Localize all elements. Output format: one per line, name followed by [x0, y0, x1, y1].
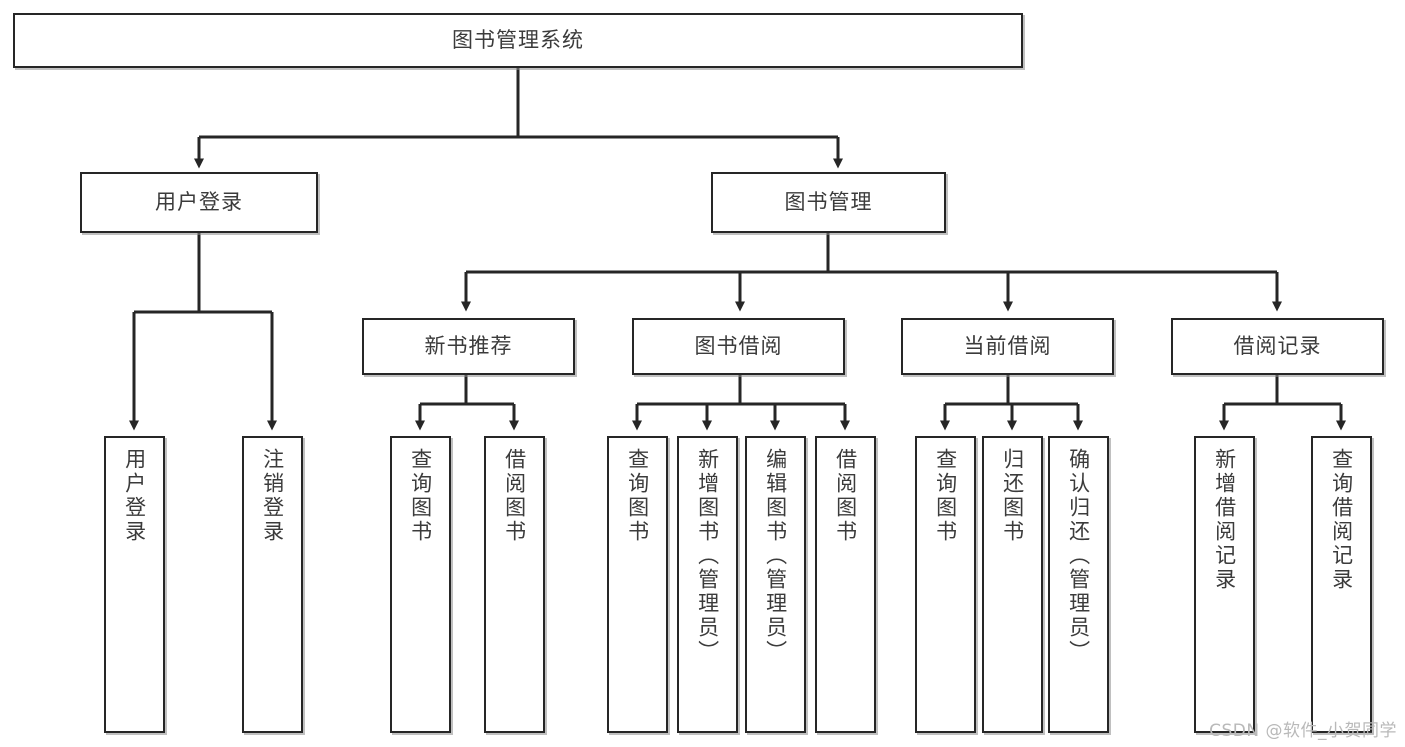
- node-user-login-label: 用户登录: [155, 190, 243, 215]
- node-current-borrow[interactable]: 当前借阅: [901, 318, 1114, 375]
- node-book-borrow[interactable]: 图书借阅: [632, 318, 845, 375]
- node-root[interactable]: 图书管理系统: [13, 13, 1023, 68]
- leaf-label: 确认归还（管理员）: [1066, 448, 1091, 664]
- leaf-label: 编辑图书（管理员）: [763, 448, 788, 664]
- leaf-user-login-logout[interactable]: 注销登录: [242, 436, 303, 733]
- leaf-label: 借阅图书: [502, 448, 527, 544]
- node-borrow-record-label: 借阅记录: [1233, 334, 1322, 359]
- leaf-label: 新增图书（管理员）: [695, 448, 720, 664]
- node-book-management-label: 图书管理: [784, 190, 873, 215]
- node-book-borrow-label: 图书借阅: [694, 334, 783, 359]
- leaf-borrow-record-add[interactable]: 新增借阅记录: [1194, 436, 1255, 733]
- leaf-borrow-record-query[interactable]: 查询借阅记录: [1311, 436, 1372, 733]
- node-new-book-recommend[interactable]: 新书推荐: [362, 318, 575, 375]
- node-borrow-record[interactable]: 借阅记录: [1171, 318, 1384, 375]
- leaf-book-borrow-edit[interactable]: 编辑图书（管理员）: [745, 436, 806, 733]
- leaf-book-borrow-query[interactable]: 查询图书: [607, 436, 668, 733]
- leaf-current-borrow-query[interactable]: 查询图书: [915, 436, 976, 733]
- watermark: CSDN @软件_小贺同学: [1209, 721, 1397, 741]
- leaf-new-book-query[interactable]: 查询图书: [390, 436, 451, 733]
- leaf-book-borrow-borrow[interactable]: 借阅图书: [815, 436, 876, 733]
- node-current-borrow-label: 当前借阅: [963, 334, 1052, 359]
- node-new-book-recommend-label: 新书推荐: [424, 334, 513, 359]
- leaf-label: 借阅图书: [833, 448, 858, 544]
- leaf-user-login-login[interactable]: 用户登录: [104, 436, 165, 733]
- leaf-label: 查询图书: [408, 448, 433, 544]
- leaf-label: 查询图书: [625, 448, 650, 544]
- leaf-label: 查询图书: [933, 448, 958, 544]
- node-user-login[interactable]: 用户登录: [80, 172, 318, 233]
- node-book-management[interactable]: 图书管理: [711, 172, 946, 233]
- leaf-current-borrow-return[interactable]: 归还图书: [982, 436, 1043, 733]
- leaf-label: 用户登录: [122, 448, 147, 544]
- leaf-label: 查询借阅记录: [1329, 448, 1354, 592]
- leaf-label: 新增借阅记录: [1212, 448, 1237, 592]
- leaf-current-borrow-confirm[interactable]: 确认归还（管理员）: [1048, 436, 1109, 733]
- leaf-label: 注销登录: [260, 448, 285, 544]
- leaf-book-borrow-add[interactable]: 新增图书（管理员）: [677, 436, 738, 733]
- node-root-label: 图书管理系统: [452, 28, 584, 53]
- leaf-label: 归还图书: [1000, 448, 1025, 544]
- leaf-new-book-borrow[interactable]: 借阅图书: [484, 436, 545, 733]
